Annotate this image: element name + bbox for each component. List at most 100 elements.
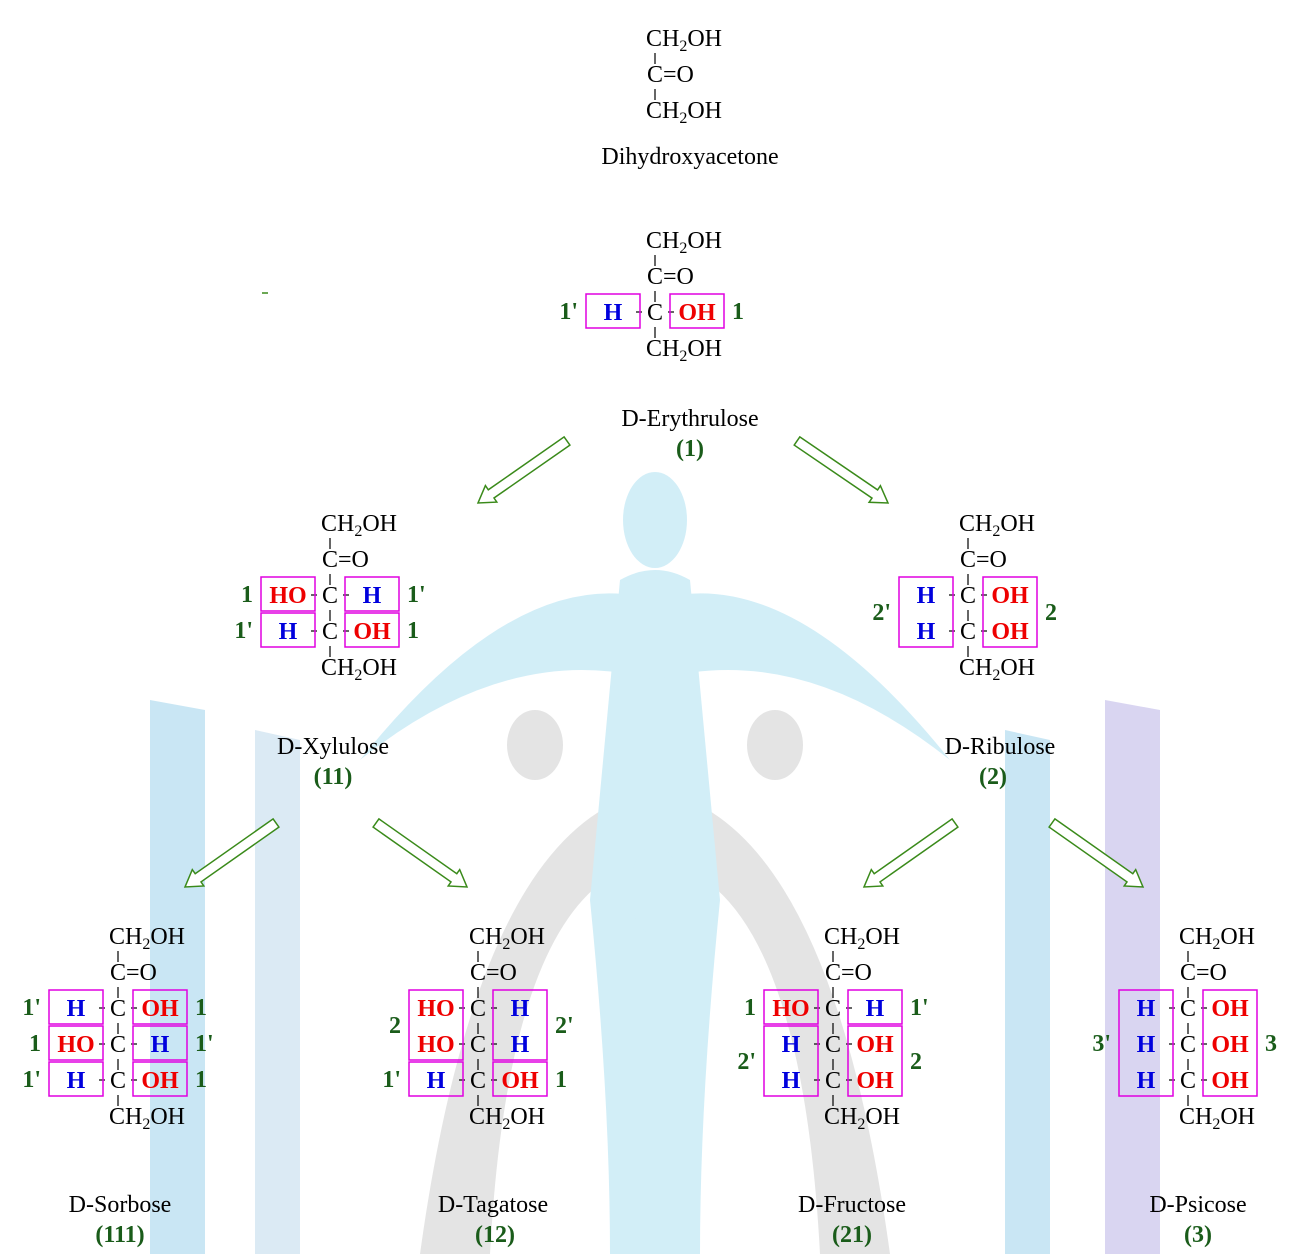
code-psicose: (3) xyxy=(1184,1222,1212,1248)
substituent-oh: OH xyxy=(1211,1068,1249,1094)
group-box xyxy=(1118,989,1174,1097)
position-label: 1 xyxy=(29,1031,41,1057)
reaction-arrow xyxy=(1048,817,1145,888)
position-label: 1' xyxy=(910,995,929,1021)
substituent-h: H xyxy=(782,1032,801,1058)
carbon: C xyxy=(110,1068,126,1094)
carbon: C xyxy=(825,1068,841,1094)
substituent-oh: OH xyxy=(991,619,1029,645)
group-box xyxy=(48,1061,104,1097)
position-label: 1 xyxy=(241,582,253,608)
ch2oh-bottom: CH2OH xyxy=(109,1104,185,1133)
group-box xyxy=(847,1025,903,1097)
substituent-oh: OH xyxy=(991,583,1029,609)
carbon: C xyxy=(825,996,841,1022)
substituent-h: H xyxy=(604,300,623,326)
substituent-h: H xyxy=(151,1032,170,1058)
substituent-h: H xyxy=(866,996,885,1022)
ch2oh-top: CH2OH xyxy=(321,511,397,540)
group-box xyxy=(260,576,316,612)
carbon: C xyxy=(470,996,486,1022)
name-erythrulose: D-Erythrulose xyxy=(621,406,759,432)
group-box xyxy=(260,612,316,648)
group-box xyxy=(847,989,903,1025)
substituent-ho: HO xyxy=(57,1032,94,1058)
substituent-h: H xyxy=(1137,996,1156,1022)
position-label: 1 xyxy=(195,1067,207,1093)
group-box xyxy=(492,1061,548,1097)
code-fructose: (21) xyxy=(832,1222,872,1248)
group-box xyxy=(132,1061,188,1097)
position-label: 2' xyxy=(737,1049,756,1075)
ch2oh-bottom: CH2OH xyxy=(321,655,397,684)
group-box xyxy=(492,989,548,1061)
group-box xyxy=(898,576,954,648)
carbonyl: C=O xyxy=(647,62,694,88)
name-dihydroxyacetone: Dihydroxyacetone xyxy=(601,144,779,170)
position-label: 1 xyxy=(732,299,744,325)
substituent-oh: OH xyxy=(141,996,179,1022)
carbon: C xyxy=(960,583,976,609)
substituent-h: H xyxy=(279,619,298,645)
carbon: C xyxy=(825,1032,841,1058)
ch2oh-top: CH2OH xyxy=(109,924,185,953)
position-label: 1' xyxy=(22,995,41,1021)
reaction-arrow xyxy=(793,435,890,504)
name-sorbose: D-Sorbose xyxy=(68,1192,172,1218)
group-box xyxy=(585,293,641,329)
ch2oh-top: CH2OH xyxy=(1179,924,1255,953)
ch2oh-bottom: CH2OH xyxy=(959,655,1035,684)
group-box xyxy=(408,989,464,1061)
ch2oh-bottom: CH2OH xyxy=(824,1104,900,1133)
carbon: C xyxy=(322,583,338,609)
substituent-h: H xyxy=(511,996,530,1022)
code-sorbose: (111) xyxy=(95,1222,145,1248)
code-tagatose: (12) xyxy=(475,1222,515,1248)
substituent-ho: HO xyxy=(417,996,454,1022)
carbonyl: C=O xyxy=(110,960,157,986)
group-box xyxy=(763,1025,819,1097)
carbonyl: C=O xyxy=(647,264,694,290)
position-label: 1' xyxy=(382,1067,401,1093)
name-fructose: D-Fructose xyxy=(798,1192,906,1218)
carbon: C xyxy=(110,1032,126,1058)
carbonyl: C=O xyxy=(825,960,872,986)
substituent-h: H xyxy=(1137,1032,1156,1058)
name-psicose: D-Psicose xyxy=(1149,1192,1247,1218)
position-label: 1 xyxy=(407,618,419,644)
reaction-arrow xyxy=(476,435,571,504)
name-tagatose: D-Tagatose xyxy=(437,1192,549,1218)
position-label: 1' xyxy=(559,299,578,325)
position-label: 1' xyxy=(407,582,426,608)
carbon: C xyxy=(110,996,126,1022)
group-box xyxy=(48,1025,104,1061)
group-box xyxy=(48,989,104,1025)
substituent-oh: OH xyxy=(856,1068,894,1094)
substituent-h: H xyxy=(782,1068,801,1094)
position-label: 2' xyxy=(872,600,891,626)
carbon: C xyxy=(1180,1068,1196,1094)
ch2oh-top: CH2OH xyxy=(646,26,722,55)
position-label: 1' xyxy=(234,618,253,644)
group-box xyxy=(763,989,819,1025)
ch2oh-top: CH2OH xyxy=(469,924,545,953)
group-box xyxy=(132,1025,188,1061)
carbon: C xyxy=(470,1032,486,1058)
substituent-ho: HO xyxy=(772,996,809,1022)
group-box xyxy=(669,293,725,329)
carbon: C xyxy=(1180,1032,1196,1058)
carbon: C xyxy=(322,619,338,645)
substituent-ho: HO xyxy=(417,1032,454,1058)
